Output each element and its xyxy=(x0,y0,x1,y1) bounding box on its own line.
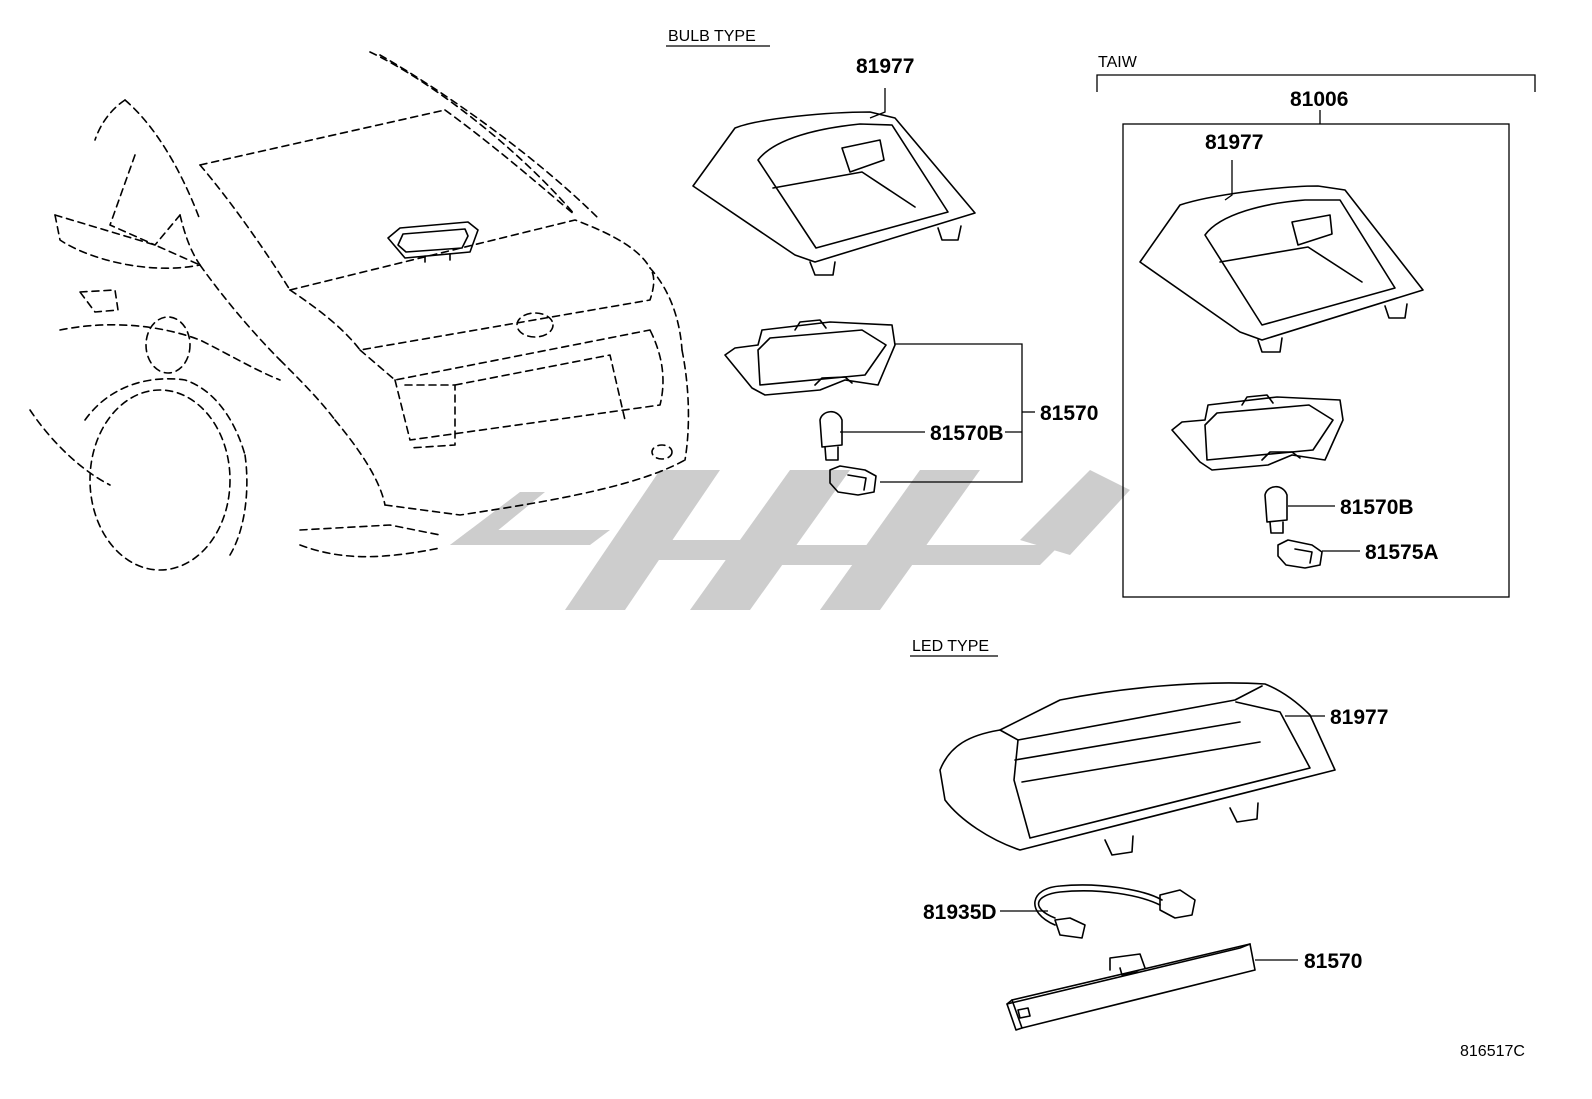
taiw-bulb xyxy=(1264,485,1288,534)
taiw-lamp-cover xyxy=(1139,185,1424,353)
part-label-led-cover: 81977 xyxy=(1330,706,1388,729)
part-label-bulb-bulb: 81570B xyxy=(930,422,1004,445)
taiw-lamp-body xyxy=(1171,394,1344,471)
part-label-bulb-lamp-assy: 81570 xyxy=(1040,402,1098,425)
part-label-bulb-cover: 81977 xyxy=(856,55,914,78)
led-type-label: LED TYPE xyxy=(912,638,989,655)
led-wire-harness xyxy=(1034,884,1196,939)
bulb-type-socket xyxy=(829,465,877,496)
watermark-logo xyxy=(450,470,1130,610)
bulb-type-bulb xyxy=(819,410,843,461)
part-label-taiw-cover: 81977 xyxy=(1205,131,1263,154)
taiw-assembly-box xyxy=(1122,123,1510,598)
led-lamp-cover xyxy=(939,682,1336,856)
part-label-taiw-socket: 81575A xyxy=(1365,541,1439,564)
part-label-taiw-assy: 81006 xyxy=(1290,88,1348,111)
bulb-type-lamp-cover xyxy=(692,111,976,276)
diagram-code: 816517C xyxy=(1460,1043,1525,1060)
part-label-led-lamp: 81570 xyxy=(1304,950,1362,973)
taiw-socket xyxy=(1277,539,1323,569)
bulb-type-label: BULB TYPE xyxy=(668,28,756,45)
part-label-led-wire: 81935D xyxy=(923,901,997,924)
part-label-taiw-bulb: 81570B xyxy=(1340,496,1414,519)
taiw-label: TAIW xyxy=(1098,54,1138,71)
taiw-bracket xyxy=(1096,74,1536,92)
bulb-type-lamp-body xyxy=(724,319,896,396)
vehicle-outline xyxy=(29,51,690,571)
led-lamp-bar xyxy=(1006,943,1256,1031)
